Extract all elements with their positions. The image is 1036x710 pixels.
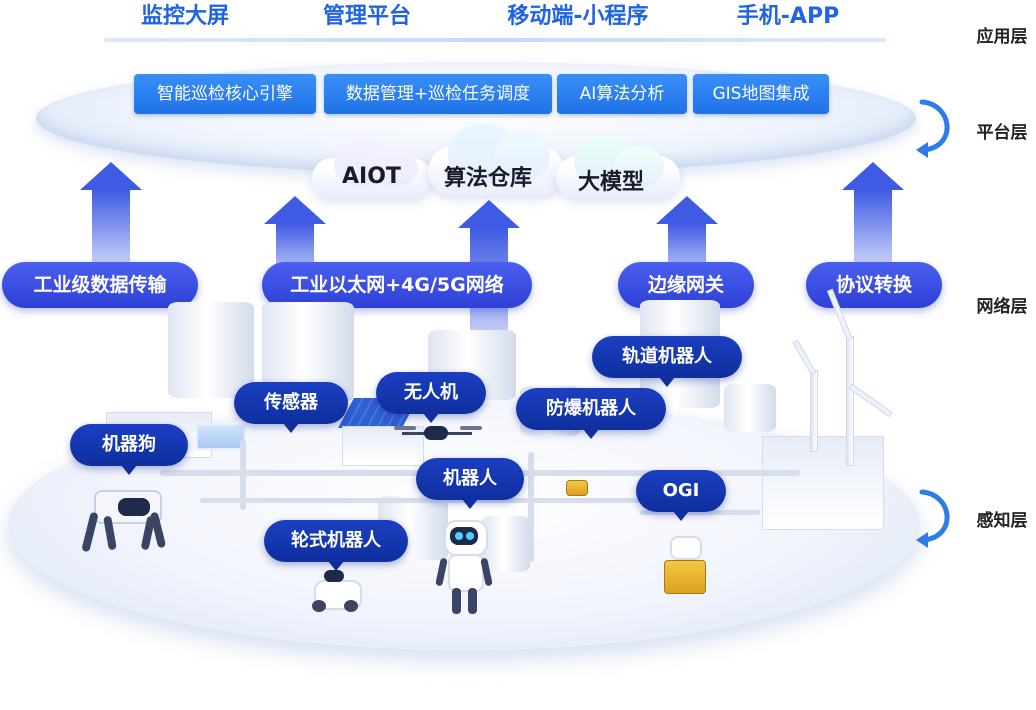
network-item-ethernet-4g-5g[interactable]: 工业以太网+4G/5G网络 xyxy=(262,262,532,308)
device-label-wheeled-robot[interactable]: 轮式机器人 xyxy=(264,520,408,571)
application-layer-divider xyxy=(104,38,886,42)
wheeled-robot-wheel xyxy=(312,600,326,612)
pipeline-3 xyxy=(528,452,534,562)
pipeline-5 xyxy=(240,440,246,510)
storage-tank-right-2 xyxy=(724,384,776,432)
module-gis-map[interactable]: GIS地图集成 xyxy=(693,74,829,114)
device-label-drone[interactable]: 无人机 xyxy=(376,372,486,423)
drone-rotor xyxy=(394,426,416,430)
layer-label-platform: 平台层 xyxy=(976,123,1028,143)
storage-tank-left-1 xyxy=(168,302,254,398)
device-label-sensor[interactable]: 传感器 xyxy=(234,382,348,433)
device-label-robot[interactable]: 机器人 xyxy=(416,458,524,509)
drone-rotor xyxy=(460,426,482,430)
perception-cycle-arrow-icon xyxy=(916,489,950,548)
cloud-algorithm-repository xyxy=(428,124,564,196)
cloud-label-aiot: AIOT xyxy=(342,164,401,189)
cloud-aiot xyxy=(312,140,432,198)
app-item-management-platform[interactable]: 管理平台 xyxy=(322,4,411,29)
wheeled-robot-sensor xyxy=(324,570,344,582)
module-ai-analysis[interactable]: AI算法分析 xyxy=(557,74,687,114)
drone-body xyxy=(424,426,448,440)
humanoid-robot-eye xyxy=(466,532,474,540)
device-label-rail-robot[interactable]: 轨道机器人 xyxy=(592,336,742,387)
app-item-mini-program[interactable]: 移动端-小程序 xyxy=(507,4,649,29)
water-pool xyxy=(196,424,246,450)
storage-tank-front-2 xyxy=(482,516,530,572)
layer-label-network: 网络层 xyxy=(976,297,1028,317)
humanoid-robot-face xyxy=(450,527,478,545)
device-label-robot-dog[interactable]: 机器狗 xyxy=(70,424,188,475)
app-item-mobile-app[interactable]: 手机-APP xyxy=(736,4,840,29)
warehouse-building xyxy=(342,426,424,466)
app-item-dashboard[interactable]: 监控大屏 xyxy=(140,4,229,29)
platform-cycle-arrow-icon xyxy=(916,99,950,158)
humanoid-robot-leg xyxy=(468,588,477,614)
layer-label-application: 应用层 xyxy=(976,27,1028,47)
humanoid-robot-leg xyxy=(452,588,461,614)
wind-turbine-blade xyxy=(792,339,817,376)
layer-label-perception: 感知层 xyxy=(976,511,1028,531)
cloud-label-large-model: 大模型 xyxy=(578,170,645,195)
device-label-explosion-proof-robot[interactable]: 防爆机器人 xyxy=(516,388,666,439)
ogi-device-body xyxy=(664,560,706,594)
network-item-protocol-conversion[interactable]: 协议转换 xyxy=(806,262,942,308)
device-label-ogi[interactable]: OGI xyxy=(636,470,726,521)
explosion-proof-robot-body xyxy=(566,480,588,496)
wind-turbine-pole-1 xyxy=(846,336,854,466)
network-item-industrial-data-transmission[interactable]: 工业级数据传输 xyxy=(2,262,198,308)
wheeled-robot-wheel xyxy=(344,600,358,612)
wind-turbine-pole-2 xyxy=(810,370,818,452)
cloud-label-algorithm-repository: 算法仓库 xyxy=(444,166,533,191)
humanoid-robot-body xyxy=(448,554,484,592)
module-inspection-engine[interactable]: 智能巡检核心引擎 xyxy=(134,74,316,114)
control-building-right xyxy=(762,436,884,530)
robot-dog-head xyxy=(118,498,150,516)
humanoid-robot-eye xyxy=(455,532,463,540)
wind-turbine-blade xyxy=(848,383,893,418)
module-data-management[interactable]: 数据管理+巡检任务调度 xyxy=(324,74,552,114)
cloud-large-model xyxy=(556,136,680,198)
pipeline-2 xyxy=(200,498,720,503)
ogi-camera xyxy=(670,536,702,560)
pipeline-4 xyxy=(640,510,760,515)
